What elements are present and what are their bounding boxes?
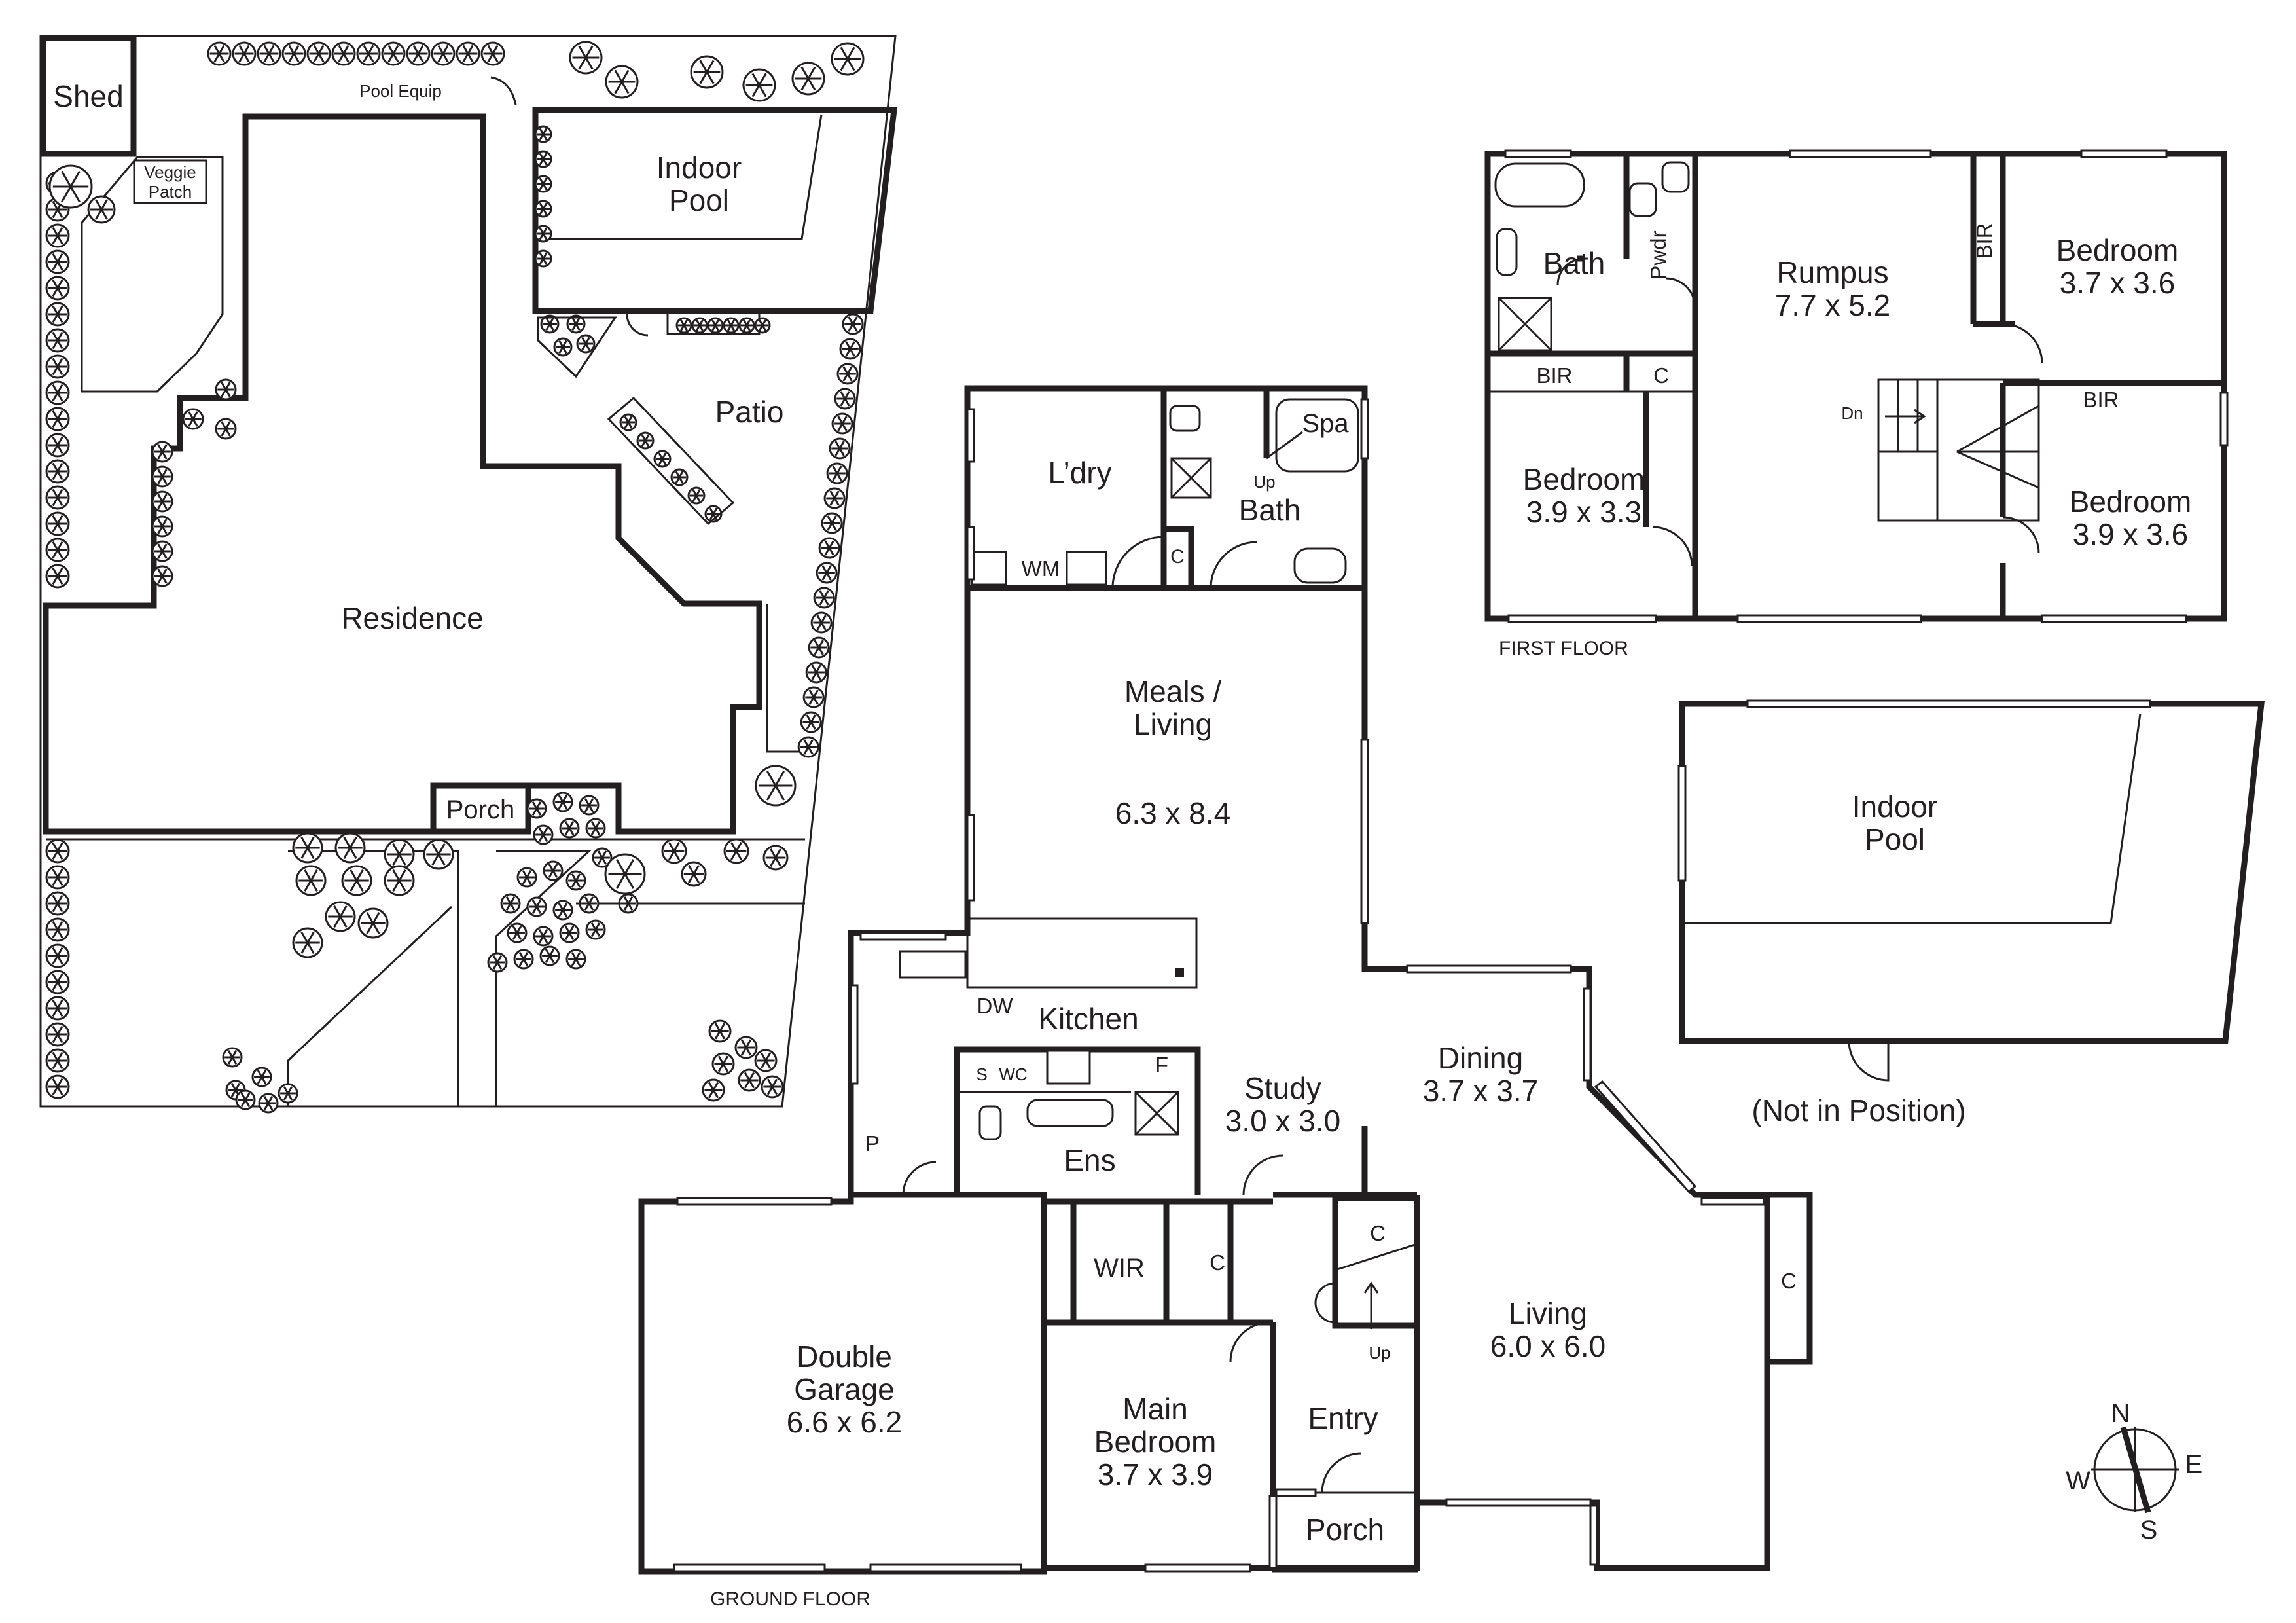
- garage-label-2: Garage: [794, 1372, 894, 1406]
- bed-ne-size: 3.7 x 3.6: [2060, 266, 2175, 300]
- meals-living-label-2: Living: [1134, 707, 1212, 741]
- compass-icon: [2091, 1426, 2179, 1514]
- living-c-label: C: [1781, 1269, 1797, 1293]
- site-pool-label-2: Pool: [669, 183, 729, 217]
- living-size: 6.0 x 6.0: [1490, 1329, 1605, 1363]
- shed: [40, 35, 137, 157]
- pool-equip-label: Pool Equip: [359, 81, 442, 101]
- site-plan: [39, 35, 898, 1114]
- wm-label: WM: [1022, 556, 1060, 581]
- rumpus-label: Rumpus: [1776, 255, 1888, 289]
- entry-c-label: C: [1370, 1221, 1386, 1245]
- ground-floor-plan: [638, 385, 1813, 1575]
- pool-label-1: Indoor: [1852, 790, 1937, 824]
- wir-c-label: C: [1210, 1250, 1225, 1275]
- compass-n: N: [2111, 1399, 2130, 1428]
- main-bedroom-label-1: Main: [1122, 1392, 1188, 1426]
- site-pool-label-1: Indoor: [656, 151, 742, 185]
- pwdr-label: Pwdr: [1646, 230, 1670, 280]
- indoor-pool-plan: [1677, 699, 2265, 1082]
- dn-label: Dn: [1841, 403, 1863, 423]
- stair-up-label: Up: [1369, 1343, 1390, 1362]
- study-label: Study: [1244, 1071, 1321, 1105]
- site-porch-label: Porch: [446, 795, 515, 824]
- residence-label: Residence: [341, 601, 483, 635]
- p-label: P: [865, 1131, 880, 1156]
- pool-label-2: Pool: [1865, 822, 1925, 856]
- dining-label: Dining: [1438, 1041, 1523, 1075]
- bed-ne-label: Bedroom: [2056, 233, 2179, 267]
- bir-w-label: BIR: [1536, 363, 1572, 388]
- meals-living-label-1: Meals /: [1124, 674, 1221, 708]
- kitchen-label: Kitchen: [1038, 1002, 1138, 1036]
- ens-label: Ens: [1064, 1143, 1115, 1177]
- ground-floor-label: GROUND FLOOR: [710, 1588, 870, 1610]
- wc-label: WC: [999, 1065, 1027, 1084]
- site-boundary: [39, 35, 897, 1108]
- study-size: 3.0 x 3.0: [1225, 1104, 1340, 1138]
- living-label: Living: [1509, 1296, 1587, 1330]
- veggie-label-2: Patch: [149, 182, 192, 202]
- rumpus-size: 7.7 x 5.2: [1775, 288, 1890, 322]
- site-vegetation: [45, 41, 865, 1114]
- dining-size: 3.7 x 3.7: [1423, 1074, 1538, 1108]
- wir-label: WIR: [1094, 1254, 1145, 1283]
- ground-porch-label: Porch: [1306, 1512, 1384, 1546]
- veggie-patch: [81, 156, 224, 393]
- f-label: F: [1155, 1053, 1168, 1077]
- ground-bath-label: Bath: [1239, 493, 1301, 527]
- first-floor-plan: [1484, 149, 2229, 623]
- pool-equip-door: [490, 76, 517, 105]
- spa-label: Spa: [1302, 409, 1349, 438]
- bed-w-size: 3.9 x 3.3: [1526, 495, 1641, 529]
- laundry-c-label: C: [1170, 546, 1185, 568]
- entry-label: Entry: [1308, 1401, 1378, 1435]
- shed-label: Shed: [53, 79, 123, 113]
- dw-label: DW: [977, 994, 1014, 1018]
- compass-s: S: [2140, 1516, 2158, 1544]
- garage-label-1: Double: [797, 1340, 892, 1374]
- bir-ne-label: BIR: [1972, 223, 1996, 259]
- compass-w: W: [2066, 1467, 2090, 1495]
- first-floor-label: FIRST FLOOR: [1499, 638, 1628, 659]
- bed-se-label: Bedroom: [2070, 484, 2192, 519]
- compass-e: E: [2185, 1450, 2203, 1479]
- bed-w-label: Bedroom: [1523, 462, 1645, 496]
- site-indoor-pool: [532, 107, 898, 314]
- bir-se-label: BIR: [2083, 388, 2119, 412]
- veggie-label-1: Veggie: [144, 162, 196, 182]
- main-bedroom-label-2: Bedroom: [1094, 1425, 1217, 1459]
- patio-label: Patio: [715, 395, 784, 429]
- main-bedroom-size: 3.7 x 3.9: [1098, 1457, 1213, 1491]
- s-label: S: [976, 1065, 987, 1084]
- bath-up-label: Up: [1253, 472, 1275, 492]
- bed-se-size: 3.9 x 3.6: [2073, 517, 2188, 551]
- not-in-position-label: (Not in Position): [1751, 1093, 1965, 1127]
- laundry-label: L’dry: [1048, 456, 1111, 490]
- meals-living-size: 6.3 x 8.4: [1115, 796, 1230, 830]
- first-bath-label: Bath: [1543, 246, 1605, 280]
- patio-planter: [607, 396, 735, 526]
- garage-size: 6.6 x 6.2: [787, 1405, 902, 1439]
- first-c-label: C: [1653, 363, 1669, 388]
